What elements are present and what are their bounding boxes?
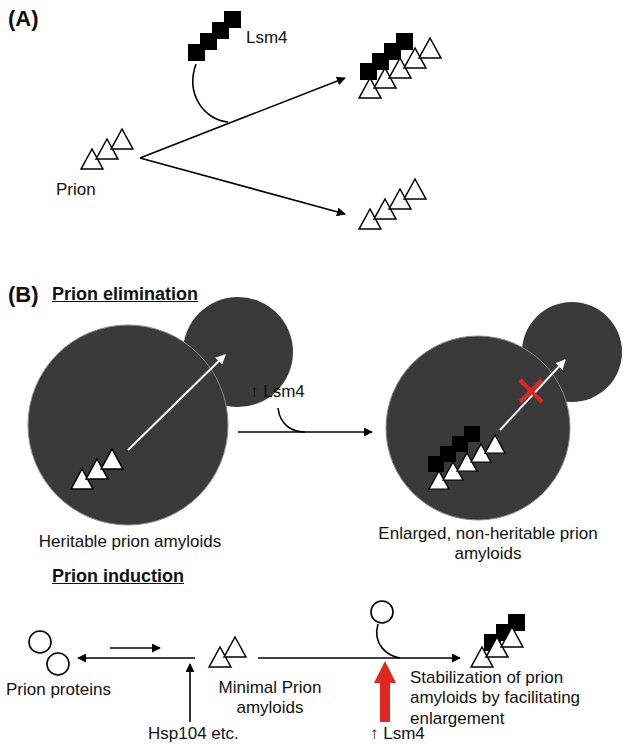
factor-label: Hsp104 etc. [148,724,278,744]
panel-label: (B) [8,282,58,308]
section-heading: Prion induction [52,566,272,588]
protein-label: Prion [56,180,126,200]
section-heading: Prion elimination [52,284,272,306]
cell-caption: Heritable prion amyloids [10,532,250,552]
state-label: Minimal Prion amyloids [200,678,340,719]
protein-label: Lsm4 [246,28,316,48]
effect-note: Stabilization of prion amyloids by facil… [410,668,622,729]
panel-label: (A) [8,6,58,32]
state-label: Prion proteins [6,680,146,700]
treatment-label: ↑ Lsm4 [250,382,340,402]
cell-caption: Enlarged, non-heritable prion amyloids [378,524,598,565]
